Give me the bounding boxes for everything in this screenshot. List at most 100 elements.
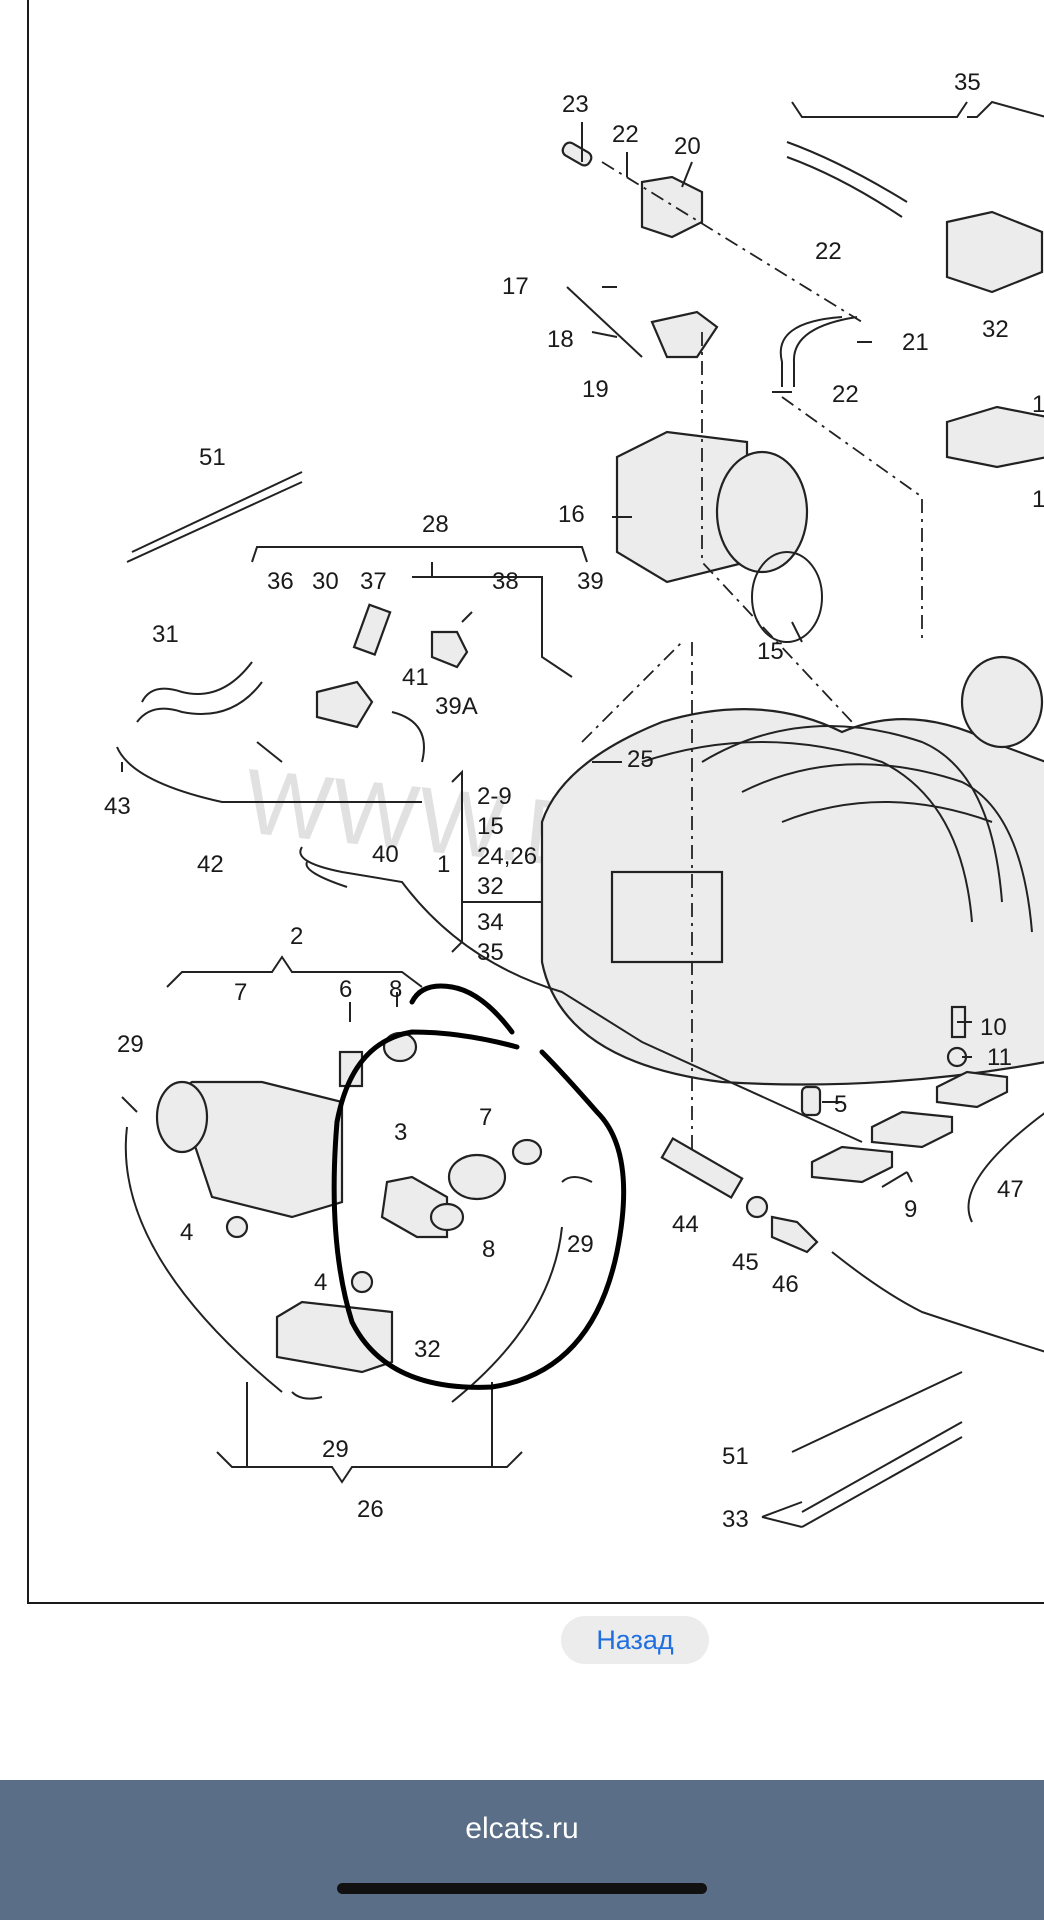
label-51: 51 — [722, 1443, 749, 1470]
group-label: 2-9 — [477, 783, 512, 810]
centerline — [601, 161, 863, 323]
label-6: 6 — [339, 976, 352, 1003]
part-3-sensor — [380, 1175, 449, 1239]
hose-35a — [786, 141, 908, 203]
hose-38 — [412, 576, 573, 678]
label-4: 4 — [180, 1219, 193, 1246]
screw-4b — [350, 1270, 374, 1294]
hose-42 — [116, 746, 422, 803]
label-8: 8 — [389, 976, 402, 1003]
label-7: 7 — [479, 1104, 492, 1131]
screw-4a — [225, 1215, 249, 1239]
label-2: 2 — [290, 923, 303, 950]
tie-51a — [131, 471, 303, 553]
hose-41 — [391, 711, 425, 763]
hose-21-edge — [792, 316, 858, 387]
label-7: 7 — [234, 979, 247, 1006]
back-button[interactable]: Назад — [561, 1616, 709, 1664]
hose-47 — [967, 1112, 1044, 1223]
home-indicator[interactable] — [337, 1883, 707, 1894]
part-37 — [352, 603, 392, 657]
label-26: 26 — [357, 1496, 384, 1523]
label-32: 32 — [982, 316, 1009, 343]
centerline-5 — [581, 641, 683, 743]
label-1: 1 — [437, 851, 450, 878]
label-3: 3 — [394, 1119, 407, 1146]
label-44: 44 — [672, 1211, 699, 1238]
label-43: 43 — [104, 793, 131, 820]
lambda-sensor-cable — [831, 1251, 1044, 1353]
throttle-bore — [715, 450, 809, 574]
gasket-9a — [810, 1145, 894, 1184]
bracket-28 — [251, 546, 588, 563]
label-32: 32 — [414, 1336, 441, 1363]
label-22: 22 — [815, 238, 842, 265]
label-5: 5 — [834, 1091, 847, 1118]
bracket-33 — [761, 1501, 803, 1528]
runner-1 — [701, 725, 1003, 903]
manifold-flange — [610, 870, 724, 964]
label-51: 51 — [199, 444, 226, 471]
callout-leaders — [121, 122, 972, 1188]
label-4: 4 — [314, 1269, 327, 1296]
label-11: 11 — [987, 1044, 1012, 1071]
label-41: 41 — [402, 664, 429, 691]
part-32-valve — [945, 210, 1044, 294]
label-33: 33 — [722, 1506, 749, 1533]
bracket-2 — [166, 955, 423, 988]
group-label: 34 — [477, 909, 504, 936]
label-29: 29 — [117, 1031, 144, 1058]
group-label: 35 — [477, 939, 504, 966]
part-29c — [291, 1391, 323, 1400]
tie-51a-edge — [126, 481, 303, 563]
part-7b — [447, 1153, 507, 1201]
label-8: 8 — [482, 1236, 495, 1263]
part-sensor-right — [945, 405, 1044, 469]
hose-31 — [141, 661, 253, 703]
runner-4 — [641, 741, 973, 923]
label-40: 40 — [372, 841, 399, 868]
label-15: 15 — [757, 638, 784, 665]
group-label: 32 — [477, 873, 504, 900]
label-30: 30 — [312, 568, 339, 595]
hose-29-right — [451, 1226, 563, 1403]
actuator-diaphragm — [155, 1080, 209, 1154]
label-28: 28 — [422, 511, 449, 538]
label-29: 29 — [322, 1436, 349, 1463]
hand-drawn-circle — [331, 983, 627, 1390]
label-21: 21 — [902, 329, 929, 356]
label-18: 18 — [547, 326, 574, 353]
label-1: 1 — [1032, 391, 1044, 418]
part-19-bracket — [650, 310, 719, 359]
label-22: 22 — [612, 121, 639, 148]
label-39a: 39A — [435, 693, 478, 720]
label-35: 35 — [954, 69, 981, 96]
hose-31-edge — [136, 681, 263, 723]
label-38: 38 — [492, 568, 519, 595]
gasket-9c — [935, 1070, 1009, 1109]
hose-36 — [256, 741, 283, 763]
label-45: 45 — [732, 1249, 759, 1276]
tie-33a — [801, 1421, 963, 1513]
runner-3 — [781, 801, 993, 823]
label-29: 29 — [567, 1231, 594, 1258]
bracket-1 — [451, 769, 542, 953]
part-44 — [660, 1136, 744, 1200]
site-address[interactable]: elcats.ru — [465, 1812, 579, 1845]
part-29a — [121, 1096, 138, 1113]
bolt-17 — [566, 286, 643, 358]
parts-diagram-drawing: WWW.ELCATS.RU — [104, 69, 1044, 1533]
hose-35a-edge — [786, 156, 903, 218]
hose-29-left — [124, 1126, 283, 1393]
parts-diagram: WWW.ELCATS.RU — [27, 0, 1044, 1604]
part-8b-seal — [511, 1138, 543, 1166]
part-23 — [561, 141, 593, 167]
part-5 — [800, 1085, 822, 1117]
label-42: 42 — [197, 851, 224, 878]
manifold-plenum — [960, 655, 1044, 749]
part-29b — [561, 1176, 593, 1183]
hose-40-edge — [305, 861, 348, 888]
browser-bottom-bar: elcats.ru — [0, 1780, 1044, 1920]
label-37: 37 — [360, 568, 387, 595]
label-16: 16 — [558, 501, 585, 528]
